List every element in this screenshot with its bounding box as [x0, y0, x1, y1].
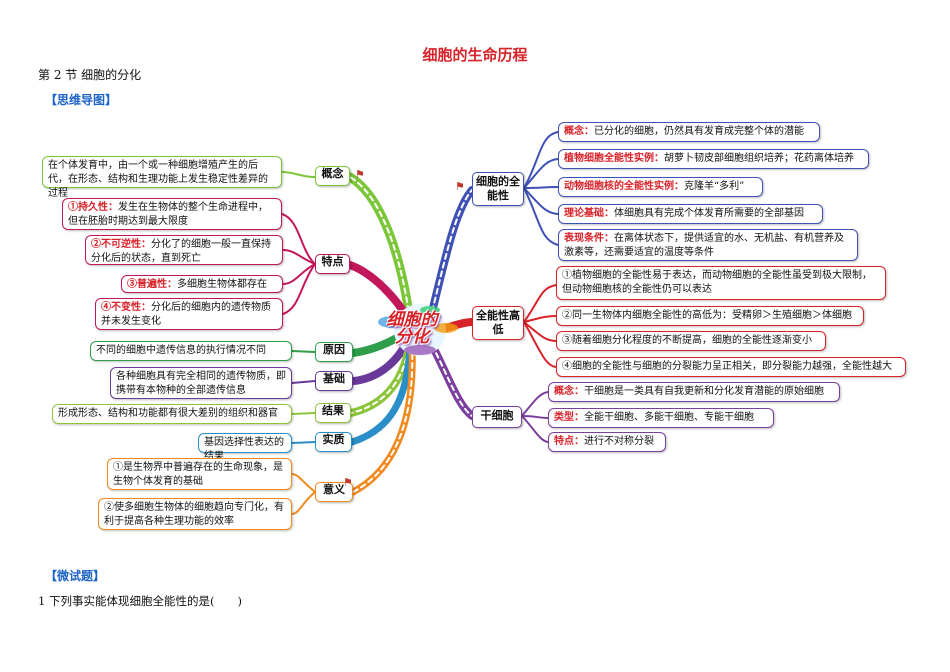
totipotency-item-5: 表现条件：在离体状态下，提供适宜的水、无机盐、有机营养及激素等，还需要适宜的温度… [558, 229, 858, 261]
level-hub[interactable]: 全能性高低 [472, 306, 524, 340]
section-label: 第 2 节 细胞的分化 [38, 68, 142, 82]
feature-item-4-tag: ④不变性： [101, 302, 151, 313]
concept-box: 在个体发育中，由一个或一种细胞增殖产生的后代，在形态、结构和生理功能上发生稳定性… [42, 156, 282, 199]
essence-box: 基因选择性表达的结果 [198, 433, 292, 462]
feature-item-2: ②不可逆性：分化了的细胞一般一直保持分化后的状态，直到死亡 [85, 235, 283, 265]
features-hub[interactable]: 特点 [315, 254, 350, 274]
stemcell-item-2-text: 全能干细胞、多能干细胞、专能干细胞 [584, 412, 754, 423]
cause-hub[interactable]: 原因 [315, 342, 353, 362]
essence-hub[interactable]: 实质 [315, 432, 352, 452]
level-item-4: ④细胞的全能性与细胞的分裂能力呈正相关，即分裂能力越强，全能性越大 [556, 357, 906, 377]
totipotency-item-4-text: 体细胞具有完成个体发育所需要的全部基因 [614, 208, 804, 219]
cause-box: 不同的细胞中遗传信息的执行情况不同 [90, 341, 292, 361]
stemcell-item-3-text: 进行不对称分裂 [584, 436, 654, 447]
totipotency-item-4-tag: 理论基础： [564, 208, 614, 219]
stemcell-item-3-tag: 特点： [554, 436, 584, 447]
totipotency-hub[interactable]: 细胞的全能性 [472, 172, 524, 206]
feature-item-2-tag: ②不可逆性： [91, 239, 151, 250]
feature-item-1: ①持久性：发生在生物体的整个生命进程中，但在胚胎时期达到最大限度 [62, 198, 282, 230]
level-item-1: ①植物细胞的全能性易于表达，而动物细胞的全能性虽受到极大限制，但动物细胞核的全能… [556, 266, 886, 300]
stemcell-item-1-tag: 概念： [554, 386, 584, 397]
totipotency-item-3: 动物细胞核的全能性实例：克隆羊“多利” [558, 177, 763, 197]
totipotency-item-1: 概念：已分化的细胞，仍然具有发育成完整个体的潜能 [558, 122, 820, 142]
center-logo-line1: 细胞的 [386, 310, 438, 330]
totipotency-item-2-text: 胡萝卜韧皮部细胞组织培养；花药离体培养 [664, 153, 854, 164]
feature-item-2-text: 分化了的细胞一般一直保持分化后的状态，直到死亡 [91, 239, 271, 264]
meaning-hub[interactable]: 意义 [315, 482, 353, 502]
feature-item-1-tag: ①持久性： [68, 202, 118, 213]
totipotency-flag-icon: ⚑ [455, 180, 465, 193]
question-1: 1 下列事实能体现细胞全能性的是( ) [38, 594, 242, 608]
quiz-heading: 【微试题】 [45, 569, 106, 583]
center-logo-line2: 分化 [395, 327, 429, 347]
stemcell-item-3: 特点：进行不对称分裂 [548, 432, 666, 452]
result-hub[interactable]: 结果 [315, 403, 351, 423]
totipotency-item-3-tag: 动物细胞核的全能性实例： [564, 181, 684, 192]
feature-item-1-text: 发生在生物体的整个生命进程中，但在胚胎时期达到最大限度 [68, 202, 268, 227]
totipotency-item-5-tag: 表现条件： [564, 233, 614, 244]
basis-box: 各种细胞具有完全相同的遗传物质，即携带有本物种的全部遗传信息 [110, 367, 292, 399]
concept-flag-icon: ⚑ [355, 168, 365, 181]
level-item-3: ③随着细胞分化程度的不断提高，细胞的全能性逐渐变小 [556, 331, 826, 351]
meaning-item-1: ①是生物界中普遍存在的生命现象，是生物个体发育的基础 [107, 458, 292, 490]
feature-item-4: ④不变性：分化后的细胞内的遗传物质并未发生变化 [95, 298, 283, 330]
totipotency-item-1-tag: 概念： [564, 126, 594, 137]
totipotency-item-1-text: 已分化的细胞，仍然具有发育成完整个体的潜能 [594, 126, 804, 137]
level-item-2: ②同一生物体内细胞全能性的高低为：受精卵＞生殖细胞＞体细胞 [556, 306, 864, 326]
totipotency-item-2-tag: 植物细胞全能性实例： [564, 153, 664, 164]
totipotency-item-4: 理论基础：体细胞具有完成个体发育所需要的全部基因 [558, 204, 823, 224]
page-title: 细胞的生命历程 [422, 46, 528, 64]
feature-item-4-text: 分化后的细胞内的遗传物质并未发生变化 [101, 302, 271, 327]
stemcell-item-2-tag: 类型： [554, 412, 584, 423]
feature-item-3-tag: ③普遍性： [127, 279, 177, 290]
feature-item-3-text: 多细胞生物体都存在 [177, 279, 267, 290]
meaning-item-2: ②使多细胞生物体的细胞趋向专门化，有利于提高各种生理功能的效率 [98, 498, 292, 530]
feature-item-3: ③普遍性：多细胞生物体都存在 [121, 275, 283, 293]
concept-hub[interactable]: 概念 [315, 166, 350, 186]
stemcell-item-1: 概念：干细胞是一类具有自我更新和分化发育潜能的原始细胞 [548, 382, 840, 402]
stemcell-item-1-text: 干细胞是一类具有自我更新和分化发育潜能的原始细胞 [584, 386, 824, 397]
totipotency-item-3-text: 克隆羊“多利” [684, 181, 745, 192]
center-logo: 细胞的 分化 [372, 312, 452, 352]
mindmap-heading: 【思维导图】 [45, 93, 118, 107]
stemcell-hub[interactable]: 干细胞 [472, 406, 522, 428]
totipotency-item-5-text: 在离体状态下，提供适宜的水、无机盐、有机营养及激素等，还需要适宜的温度等条件 [564, 233, 844, 258]
result-box: 形成形态、结构和功能都有很大差别的组织和器官 [52, 404, 292, 424]
totipotency-item-2: 植物细胞全能性实例：胡萝卜韧皮部细胞组织培养；花药离体培养 [558, 149, 869, 169]
meaning-flag-icon: ⚑ [343, 476, 353, 489]
basis-hub[interactable]: 基础 [315, 371, 353, 391]
center-splash [378, 304, 458, 356]
stemcell-item-2: 类型：全能干细胞、多能干细胞、专能干细胞 [548, 408, 774, 428]
